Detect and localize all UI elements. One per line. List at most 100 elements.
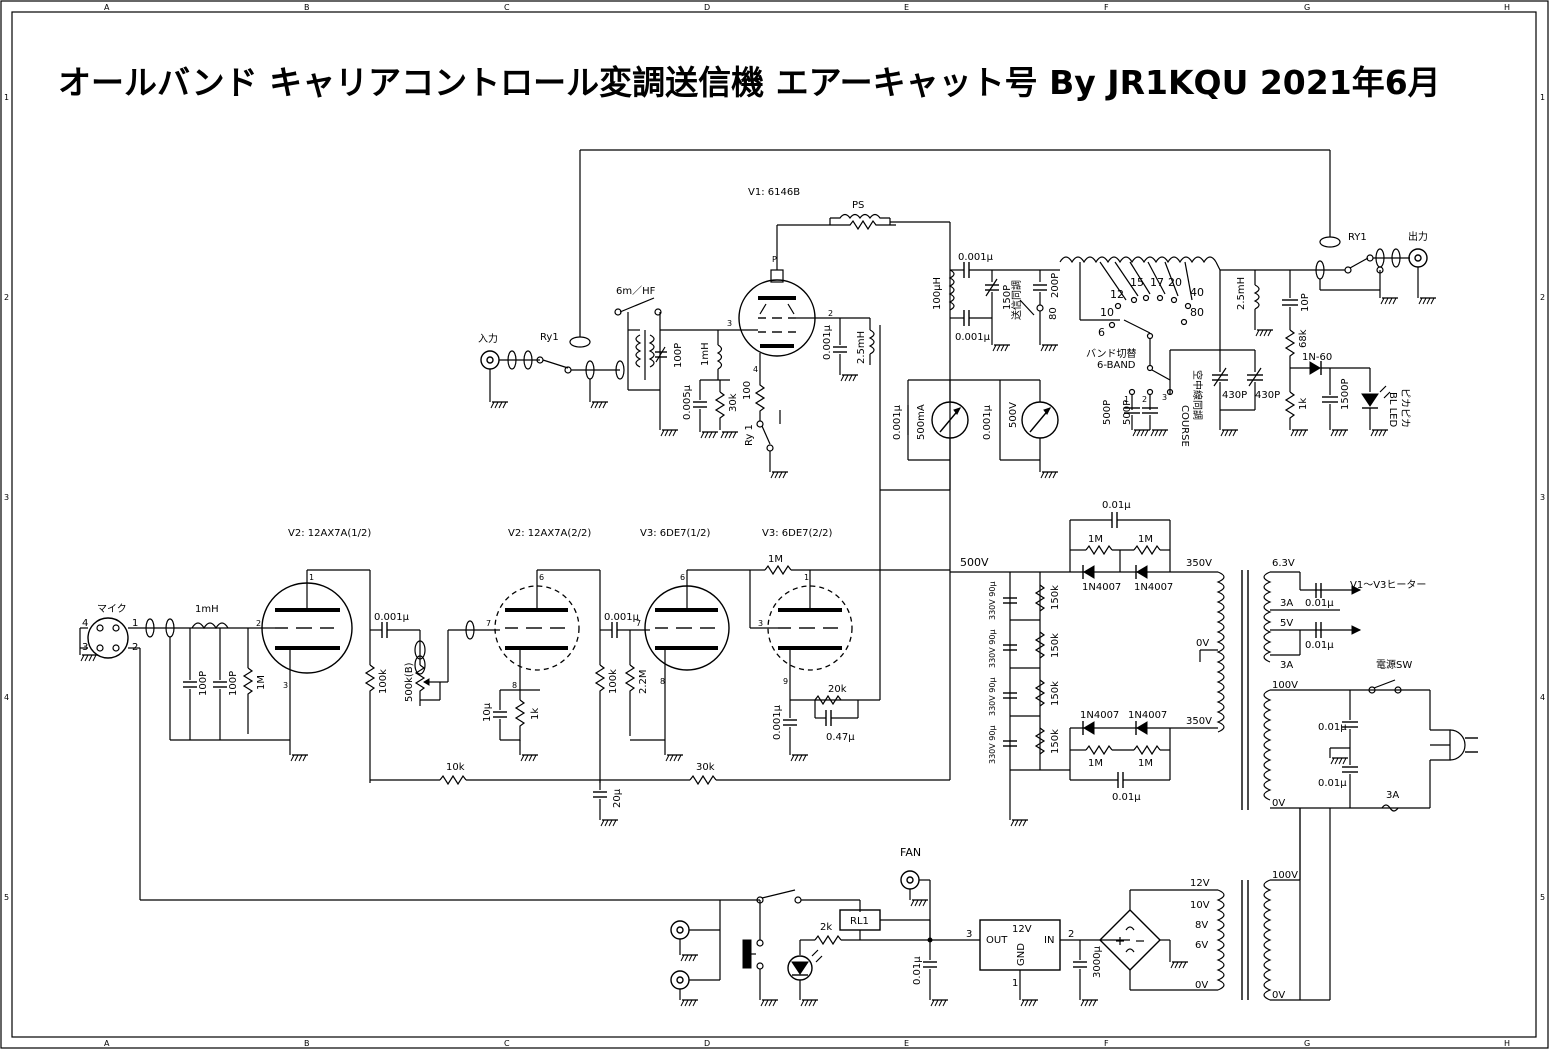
r-22m: 2.2M bbox=[638, 669, 649, 694]
power-transformer bbox=[1199, 570, 1430, 1000]
mic-label: マイク bbox=[97, 603, 127, 615]
band-6-label: 6-BAND bbox=[1097, 360, 1136, 371]
output-label: 出力 bbox=[1408, 230, 1428, 243]
v2b-pin-8: 8 bbox=[512, 681, 517, 690]
band-tap-label: 17 bbox=[1150, 276, 1164, 289]
band-tap-label: 12 bbox=[1110, 288, 1124, 301]
tr-3a-b: 3A bbox=[1280, 660, 1293, 671]
lv-supply: 2k RL1 FAN 0.01μ bbox=[140, 808, 1331, 1007]
ptt-jacks[interactable] bbox=[670, 900, 721, 1000]
band-tap-label: 80 bbox=[1190, 306, 1204, 319]
band-tap-label: 6 bbox=[1098, 326, 1105, 339]
input-jack[interactable] bbox=[480, 350, 500, 402]
v2b-pin-6: 6 bbox=[539, 573, 544, 582]
sw-pos-1: 1 bbox=[1124, 395, 1129, 404]
c-001-line-2: 0.01μ bbox=[1318, 778, 1347, 789]
r-1k-cathode: 1k bbox=[530, 708, 541, 720]
vr-500k: 500k(B) bbox=[404, 662, 415, 702]
tr2-6v: 6V bbox=[1195, 940, 1208, 951]
power-switch[interactable] bbox=[1368, 679, 1402, 694]
border-column-label: H bbox=[1504, 1039, 1510, 1048]
screen-network bbox=[833, 317, 881, 375]
output-indicator bbox=[1282, 270, 1391, 430]
border-row-label: 4 bbox=[1540, 693, 1545, 702]
tr-63v: 6.3V bbox=[1272, 558, 1295, 569]
b-plus-decoupling bbox=[370, 572, 951, 820]
c-0001-tank-b: 0.001μ bbox=[955, 332, 991, 343]
r-1k-det: 1k bbox=[1298, 398, 1309, 410]
c-001-heater-1: 0.01μ bbox=[1305, 598, 1334, 609]
bleeder-resistor-label: 150k bbox=[1050, 681, 1061, 706]
tr2-12v: 12V bbox=[1190, 878, 1210, 889]
bleeder-resistor-label: 150k bbox=[1050, 633, 1061, 658]
v3a-pin-7: 7 bbox=[636, 619, 641, 628]
v3b-label: V3: 6DE7(2/2) bbox=[762, 528, 832, 539]
r-1m-grid: 1M bbox=[256, 675, 267, 690]
sw-pos-3: 3 bbox=[1162, 393, 1167, 402]
mic-pin-4: 4 bbox=[82, 618, 88, 629]
band-tap-label: 10 bbox=[1100, 306, 1114, 319]
border-row-label: 2 bbox=[4, 293, 9, 302]
border-column-label: F bbox=[1104, 3, 1109, 12]
c-001-heater-2: 0.01μ bbox=[1305, 640, 1334, 651]
push-button[interactable] bbox=[742, 900, 764, 1000]
tr-5v: 5V bbox=[1280, 618, 1293, 629]
v3a-label: V3: 6DE7(1/2) bbox=[640, 528, 710, 539]
border-row-label: 1 bbox=[4, 93, 9, 102]
c-001-line-1: 0.01μ bbox=[1318, 722, 1347, 733]
border-row-label: 5 bbox=[4, 893, 9, 902]
plate-voltage-meter bbox=[999, 380, 1059, 472]
border-column-label: F bbox=[1104, 1039, 1109, 1048]
tr-350v-b: 350V bbox=[1186, 716, 1212, 727]
tune-label: 送信同調 bbox=[1010, 280, 1023, 320]
audio-section: マイク 4 3 1 2 1mH 100P 100P 1M bbox=[79, 490, 951, 900]
band-tap-label: 15 bbox=[1130, 276, 1144, 289]
reg-output-bus bbox=[860, 937, 980, 1000]
border-column-label: G bbox=[1304, 1039, 1310, 1048]
band-switch-label: バンド切替 bbox=[1086, 347, 1137, 360]
hf-switch-label: 6m／HF bbox=[616, 285, 656, 297]
reg-12v: 12V bbox=[1012, 924, 1032, 935]
ptt-switch[interactable] bbox=[756, 889, 802, 904]
border-column-label: C bbox=[504, 3, 510, 12]
fan-jack[interactable] bbox=[900, 870, 931, 940]
v1-tube-label: V1: 6146B bbox=[748, 187, 800, 198]
bleeder-resistor-label: 150k bbox=[1050, 729, 1061, 754]
regulator-12v bbox=[979, 919, 1130, 1000]
v2a-pin-2: 2 bbox=[256, 619, 261, 628]
mic-input-filter bbox=[169, 628, 291, 755]
reg-in: IN bbox=[1044, 935, 1054, 946]
border-row-label: 5 bbox=[1540, 893, 1545, 902]
meter-i-range: 500mA bbox=[916, 404, 927, 440]
cathode-network bbox=[754, 375, 781, 472]
r-1m-feedback: 1M bbox=[768, 554, 783, 565]
r-30k-bus: 30k bbox=[696, 762, 715, 773]
ry1-input-label: Ry1 bbox=[540, 332, 559, 343]
volume-control[interactable] bbox=[414, 620, 500, 706]
border-column-label: B bbox=[304, 3, 310, 12]
c-500p-b: 500P bbox=[1122, 400, 1133, 425]
mic-connector[interactable] bbox=[79, 617, 240, 900]
plate-current-meter bbox=[879, 365, 1040, 491]
input-label: 入力 bbox=[478, 332, 498, 345]
d-top-b: 1N4007 bbox=[1134, 582, 1173, 593]
doubler-bottom bbox=[1069, 721, 1218, 788]
ac-plug bbox=[1429, 690, 1478, 808]
c-20u: 20μ bbox=[612, 788, 623, 808]
l-1mh-grid: 1mH bbox=[700, 342, 711, 366]
fan-label: FAN bbox=[900, 846, 921, 859]
tr-0v-mid: 0V bbox=[1196, 638, 1209, 649]
v1-pin-4: 4 bbox=[753, 365, 758, 374]
v1-pin-3: 3 bbox=[727, 319, 732, 328]
r-100k-b: 100k bbox=[608, 669, 619, 694]
d-top-a: 1N4007 bbox=[1082, 582, 1121, 593]
output-jack[interactable] bbox=[1408, 248, 1428, 298]
c-001-doubler-bot: 0.01μ bbox=[1112, 792, 1141, 803]
border-column-label: E bbox=[904, 3, 909, 12]
tr-350v-a: 350V bbox=[1186, 558, 1212, 569]
